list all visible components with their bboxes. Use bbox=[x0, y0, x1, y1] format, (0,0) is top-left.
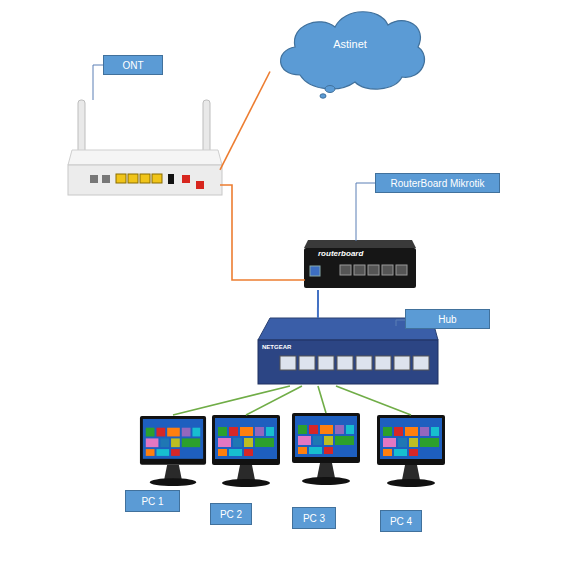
cloud-outline bbox=[281, 12, 425, 89]
port bbox=[413, 356, 429, 370]
pc-illustration bbox=[377, 415, 445, 487]
ont-top bbox=[68, 150, 222, 165]
pc-illustration bbox=[140, 416, 206, 486]
cloud-shape bbox=[270, 5, 430, 100]
hub-device: Hub bbox=[255, 318, 437, 386]
port bbox=[299, 356, 315, 370]
hub-front bbox=[258, 340, 438, 384]
leader-lines bbox=[93, 65, 405, 326]
callout-label: PC 4 bbox=[380, 510, 422, 532]
ont-device: ONT bbox=[68, 95, 220, 200]
pc-device: PC 1 bbox=[138, 415, 208, 490]
cloud-label: Astinet bbox=[270, 38, 430, 51]
pc-illustration bbox=[292, 413, 360, 485]
port bbox=[337, 356, 353, 370]
device-brand: routerboard bbox=[318, 249, 363, 259]
leader-line bbox=[356, 183, 375, 241]
internet-cloud: Astinet bbox=[270, 5, 430, 100]
port bbox=[152, 174, 162, 183]
port bbox=[340, 265, 351, 275]
port bbox=[318, 356, 334, 370]
network-cable bbox=[317, 290, 319, 318]
port bbox=[396, 265, 407, 275]
callout-label: Hub bbox=[405, 309, 490, 329]
network-cable bbox=[246, 386, 302, 415]
callout-label: PC 1 bbox=[125, 490, 180, 512]
leader-line bbox=[93, 65, 103, 100]
network-cable bbox=[220, 72, 270, 170]
network-cable bbox=[336, 386, 411, 415]
port bbox=[280, 356, 296, 370]
port bbox=[375, 356, 391, 370]
port bbox=[182, 175, 190, 183]
callout-label: ONT bbox=[103, 55, 163, 75]
ont-front bbox=[68, 165, 222, 195]
ont-illustration bbox=[68, 100, 222, 195]
device-brand: NETGEAR bbox=[262, 343, 291, 351]
port bbox=[128, 174, 138, 183]
pc-device: PC 2 bbox=[210, 415, 282, 490]
port bbox=[116, 174, 126, 183]
cloud-bubble bbox=[320, 94, 326, 98]
callout-label: PC 2 bbox=[210, 503, 252, 525]
network-cable bbox=[318, 386, 326, 413]
router-top bbox=[304, 240, 416, 248]
port bbox=[394, 356, 410, 370]
pc-device: PC 4 bbox=[375, 415, 447, 490]
port bbox=[196, 181, 204, 189]
port bbox=[356, 356, 372, 370]
port bbox=[354, 265, 365, 275]
router-device: RouterBoard Mikrotik bbox=[305, 240, 417, 290]
router-illustration bbox=[304, 240, 416, 288]
network-cable bbox=[220, 185, 305, 280]
leader-line bbox=[396, 320, 405, 326]
port bbox=[168, 174, 174, 184]
callout-label: RouterBoard Mikrotik bbox=[375, 173, 500, 193]
port bbox=[310, 266, 320, 276]
pc-illustrations bbox=[140, 413, 445, 487]
port bbox=[102, 175, 110, 183]
port bbox=[368, 265, 379, 275]
router-front bbox=[304, 248, 416, 288]
pc-device: PC 3 bbox=[290, 413, 362, 488]
callout-label: PC 3 bbox=[292, 507, 336, 529]
port bbox=[382, 265, 393, 275]
port bbox=[140, 174, 150, 183]
pc-illustration bbox=[212, 415, 280, 487]
port bbox=[90, 175, 98, 183]
cloud-bubble bbox=[325, 86, 335, 93]
